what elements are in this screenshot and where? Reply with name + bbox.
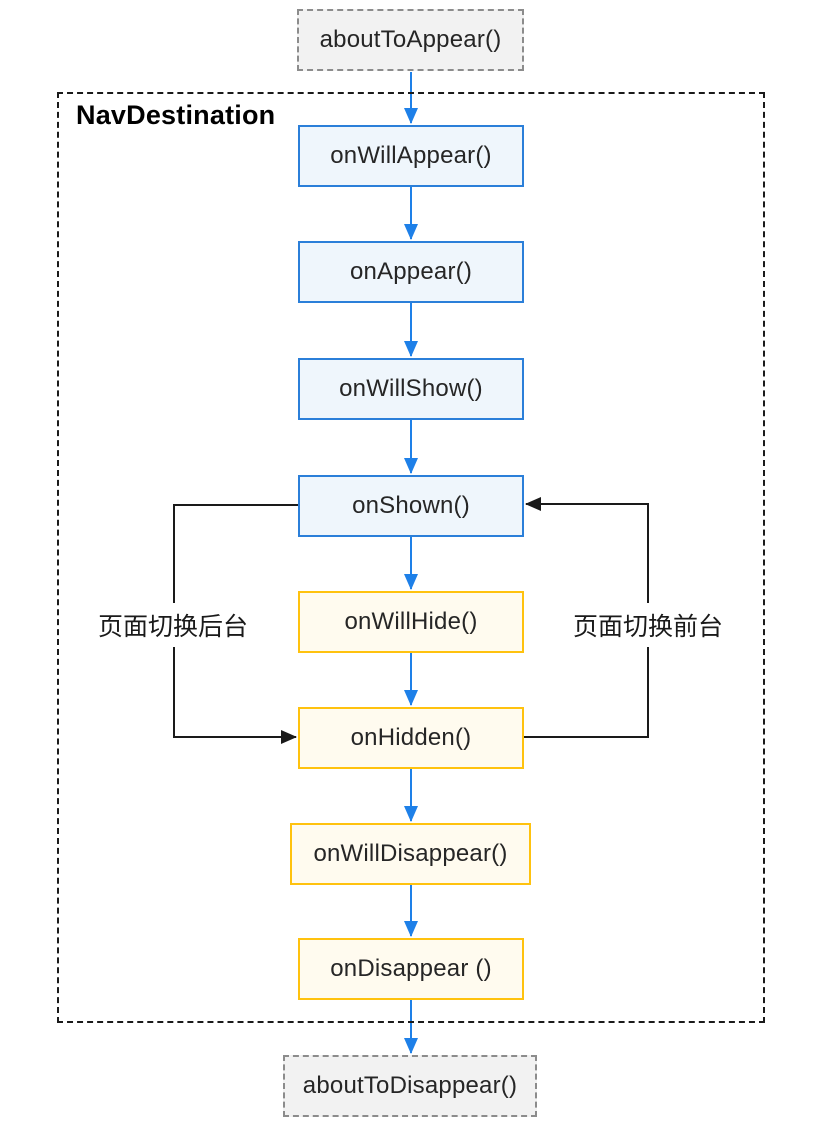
node-aboutToAppear: aboutToAppear() [297,9,524,71]
navdestination-container [57,92,765,1023]
node-onDisappear: onDisappear () [298,938,524,1000]
node-onWillShow: onWillShow() [298,358,524,420]
transition-label-to-foreground: 页面切换前台 [568,603,728,647]
node-aboutToDisappear: aboutToDisappear() [283,1055,537,1117]
node-onWillDisappear: onWillDisappear() [290,823,531,885]
node-onHidden: onHidden() [298,707,524,769]
transition-label-to-background: 页面切换后台 [93,603,253,647]
node-onWillHide: onWillHide() [298,591,524,653]
node-onWillAppear: onWillAppear() [298,125,524,187]
navdestination-title: NavDestination [76,100,276,130]
node-onAppear: onAppear() [298,241,524,303]
node-onShown: onShown() [298,475,524,537]
